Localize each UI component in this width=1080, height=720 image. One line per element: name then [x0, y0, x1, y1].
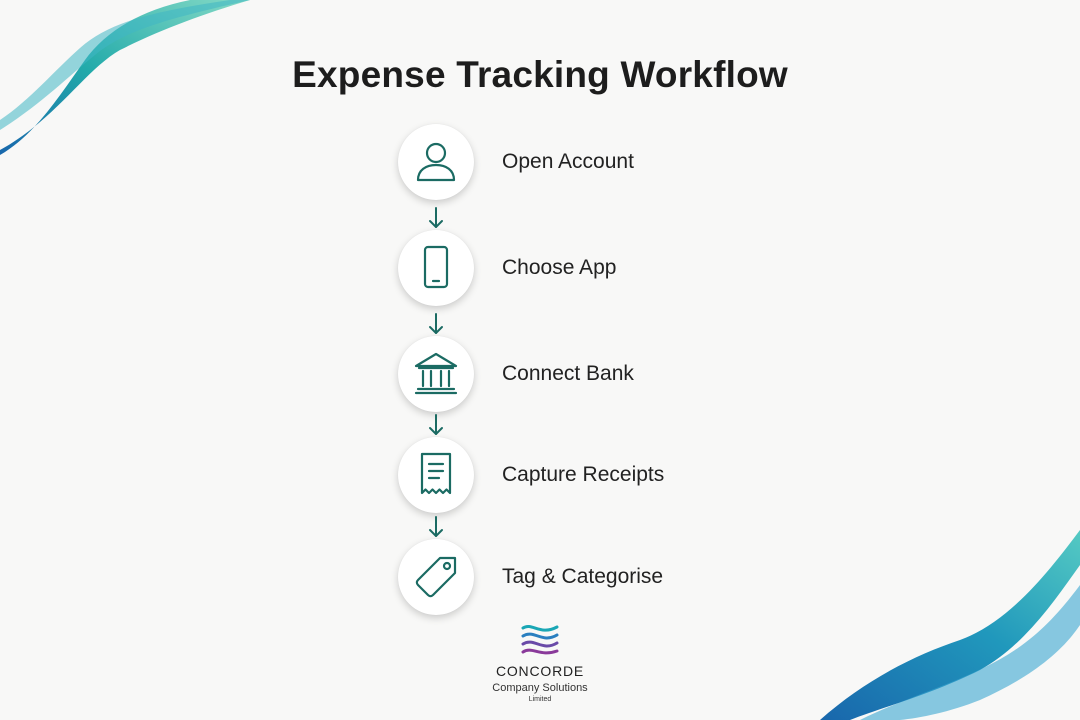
workflow-step-choose-app: Choose App [398, 230, 818, 306]
step-label: Capture Receipts [502, 463, 665, 486]
workflow-step-capture-receipts: Capture Receipts [398, 437, 818, 513]
arrow-down-icon [429, 414, 443, 435]
workflow-step-open-account: Open Account [398, 124, 818, 200]
step-label: Connect Bank [502, 362, 634, 385]
page-title: Expense Tracking Workflow [292, 54, 788, 95]
step-label: Choose App [502, 256, 617, 279]
tag-icon [415, 556, 457, 598]
step-icon-circle [398, 437, 474, 513]
step-label: Tag & Categorise [502, 565, 664, 588]
arrow-down-icon [429, 516, 443, 537]
arrow-down-icon [429, 313, 443, 334]
logo-company-suffix: Limited [528, 696, 552, 703]
step-icon-circle [398, 124, 474, 200]
company-logo: CONCORDE Company Solutions Limited [470, 622, 610, 708]
bank-icon [414, 352, 458, 395]
step-icon-circle [398, 230, 474, 306]
smartphone-icon [423, 245, 449, 289]
receipt-icon [420, 452, 452, 495]
logo-company-subtitle: Company Solutions [492, 682, 588, 694]
step-label: Open Account [502, 150, 634, 173]
step-icon-circle [398, 539, 474, 615]
concorde-logo-mark [521, 625, 559, 655]
workflow-step-connect-bank: Connect Bank [398, 336, 818, 412]
user-icon [416, 142, 456, 182]
workflow-step-tag-categorise: Tag & Categorise [398, 539, 818, 615]
arrow-down-icon [429, 207, 443, 228]
step-icon-circle [398, 336, 474, 412]
logo-company-name: CONCORDE [495, 663, 585, 679]
